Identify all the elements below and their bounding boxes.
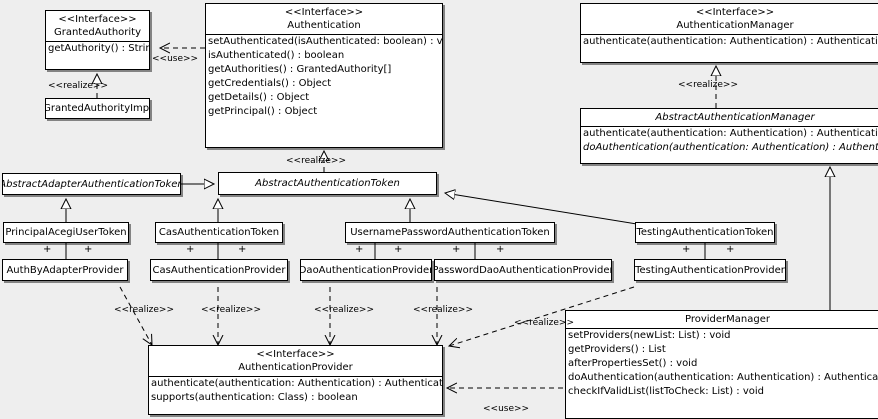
association-marker-plus: + xyxy=(496,244,505,255)
association-marker-plus: + xyxy=(43,244,52,255)
class-testing-authentication-provider[interactable]: TestingAuthenticationProvider xyxy=(634,259,786,281)
operations-compartment: authenticate(authentication: Authenticat… xyxy=(149,377,442,405)
relation-label-realize-testing-authentication-provider: <<realize>> xyxy=(514,318,574,328)
class-granted-authority[interactable]: <<Interface>> GrantedAuthority getAuthor… xyxy=(45,10,150,70)
divider xyxy=(581,34,878,35)
class-auth-by-adapter-provider[interactable]: AuthByAdapterProvider xyxy=(2,259,128,281)
class-abstract-adapter-authentication-token[interactable]: AbstractAdapterAuthenticationToken xyxy=(2,173,181,195)
operation: isAuthenticated() : boolean xyxy=(208,50,345,61)
class-name: UsernamePasswordAuthenticationToken xyxy=(350,227,550,238)
class-header: <<Interface>> GrantedAuthority xyxy=(46,11,149,41)
operation: doAuthentication(authentication: Authent… xyxy=(568,372,878,383)
operation: getAuthority() : String xyxy=(48,43,150,54)
association-marker-plus: + xyxy=(452,244,461,255)
association-marker-plus: + xyxy=(394,244,403,255)
class-name: AbstractAdapterAuthenticationToken xyxy=(2,178,181,190)
relation-label-realize-cas-authentication-provider: <<realize>> xyxy=(201,305,261,315)
class-cas-authentication-provider[interactable]: CasAuthenticationProvider xyxy=(150,259,288,281)
operations-compartment: getAuthority() : String xyxy=(46,42,149,56)
class-granted-authority-impl[interactable]: GrantedAuthorityImpl xyxy=(45,98,150,119)
class-header: ProviderManager xyxy=(566,311,878,328)
association-marker-plus: + xyxy=(84,244,93,255)
association-marker-plus: + xyxy=(726,244,735,255)
operation: getCredentials() : Object xyxy=(208,78,332,89)
association-marker-plus: + xyxy=(186,244,195,255)
stereotype-label: <<Interface>> xyxy=(284,7,364,18)
class-name: CasAuthenticationToken xyxy=(158,227,280,238)
class-name: GrantedAuthorityImpl xyxy=(45,103,150,114)
divider xyxy=(46,41,149,42)
operation: doAuthentication(authentication: Authent… xyxy=(583,142,878,153)
class-name: ProviderManager xyxy=(684,314,770,325)
class-name: PasswordDaoAuthenticationProvider xyxy=(434,264,612,276)
relation-label-realize-abstract-authentication-token: <<realize>> xyxy=(286,156,346,166)
class-principal-acegi-user-token[interactable]: PrincipalAcegiUserToken xyxy=(3,222,129,243)
operation: afterPropertiesSet() : void xyxy=(568,358,698,369)
operation: authenticate(authentication: Authenticat… xyxy=(583,128,878,139)
stereotype-label: <<Interface>> xyxy=(695,7,775,18)
relation-label-realize-dao-authentication-provider: <<realize>> xyxy=(314,305,374,315)
class-name: AuthenticationManager xyxy=(676,20,794,31)
operation: getProviders() : List xyxy=(568,344,666,355)
class-name: GrantedAuthority xyxy=(53,27,142,38)
class-dao-authentication-provider[interactable]: DaoAuthenticationProvider xyxy=(300,259,432,281)
operations-compartment: setAuthenticated(isAuthenticated: boolea… xyxy=(206,35,442,119)
operation: setProviders(newList: List) : void xyxy=(568,330,731,341)
association-marker-plus: + xyxy=(238,244,247,255)
class-name: CasAuthenticationProvider xyxy=(152,264,286,276)
relation-label-realize-auth-by-adapter-provider: <<realize>> xyxy=(114,305,174,315)
class-provider-manager[interactable]: ProviderManager setProviders(newList: Li… xyxy=(565,310,878,419)
class-name: Authentication xyxy=(287,20,361,31)
operation: authenticate(authentication: Authenticat… xyxy=(583,36,878,47)
class-authentication-manager[interactable]: <<Interface>> AuthenticationManager auth… xyxy=(580,3,878,63)
relation-label-use-provider-manager-authentication-provider: <<use>> xyxy=(483,404,530,414)
class-name: PrincipalAcegiUserToken xyxy=(5,227,127,238)
class-name: AuthByAdapterProvider xyxy=(6,264,124,276)
class-name: TestingAuthenticationToken xyxy=(636,227,774,238)
class-name: AbstractAuthenticationToken xyxy=(255,178,400,189)
operation: supports(authentication: Class) : boolea… xyxy=(151,392,358,403)
association-marker-plus: + xyxy=(682,244,691,255)
class-authentication-provider[interactable]: <<Interface>> AuthenticationProvider aut… xyxy=(148,345,443,415)
relation-label-use-authentication-granted-authority: <<use>> xyxy=(152,54,199,64)
class-name: TestingAuthenticationProvider xyxy=(635,264,785,276)
class-name: DaoAuthenticationProvider xyxy=(300,264,432,276)
operations-compartment: authenticate(authentication: Authenticat… xyxy=(581,127,878,155)
class-abstract-authentication-token[interactable]: AbstractAuthenticationToken xyxy=(218,172,437,195)
class-username-password-authentication-token[interactable]: UsernamePasswordAuthenticationToken xyxy=(345,222,555,243)
operations-compartment: authenticate(authentication: Authenticat… xyxy=(581,35,878,49)
relation-label-realize-password-dao-authentication-provider: <<realize>> xyxy=(413,305,473,315)
class-header: <<Interface>> AuthenticationManager xyxy=(581,4,878,34)
class-name: AbstractAuthenticationManager xyxy=(655,112,815,123)
divider xyxy=(581,126,878,127)
divider xyxy=(206,34,442,35)
class-testing-authentication-token[interactable]: TestingAuthenticationToken xyxy=(635,222,775,243)
association-marker-plus: + xyxy=(355,244,364,255)
operation: getAuthorities() : GrantedAuthority[] xyxy=(208,64,392,75)
class-abstract-authentication-manager[interactable]: AbstractAuthenticationManager authentica… xyxy=(580,108,878,164)
operation: getDetails() : Object xyxy=(208,92,310,103)
operation: checkIfValidList(listToCheck: List) : vo… xyxy=(568,386,765,397)
operation: setAuthenticated(isAuthenticated: boolea… xyxy=(208,36,443,47)
class-cas-authentication-token[interactable]: CasAuthenticationToken xyxy=(155,222,283,243)
class-header: <<Interface>> AuthenticationProvider xyxy=(149,346,442,376)
class-authentication[interactable]: <<Interface>> Authentication setAuthenti… xyxy=(205,3,443,148)
class-header: AbstractAuthenticationManager xyxy=(581,109,878,126)
relation-label-realize-granted-authority-impl: <<realize>> xyxy=(48,81,108,91)
divider xyxy=(149,376,442,377)
operation: getPrincipal() : Object xyxy=(208,106,318,117)
stereotype-label: <<Interface>> xyxy=(256,349,335,360)
operation: authenticate(authentication: Authenticat… xyxy=(151,378,443,389)
operations-compartment: setProviders(newList: List) : void getPr… xyxy=(566,329,878,399)
class-header: <<Interface>> Authentication xyxy=(206,4,442,34)
class-password-dao-authentication-provider[interactable]: PasswordDaoAuthenticationProvider xyxy=(434,259,612,281)
divider xyxy=(566,328,878,329)
class-name: AuthenticationProvider xyxy=(238,362,353,373)
stereotype-label: <<Interface>> xyxy=(58,14,137,25)
relation-label-realize-abstract-authentication-manager: <<realize>> xyxy=(678,80,738,90)
